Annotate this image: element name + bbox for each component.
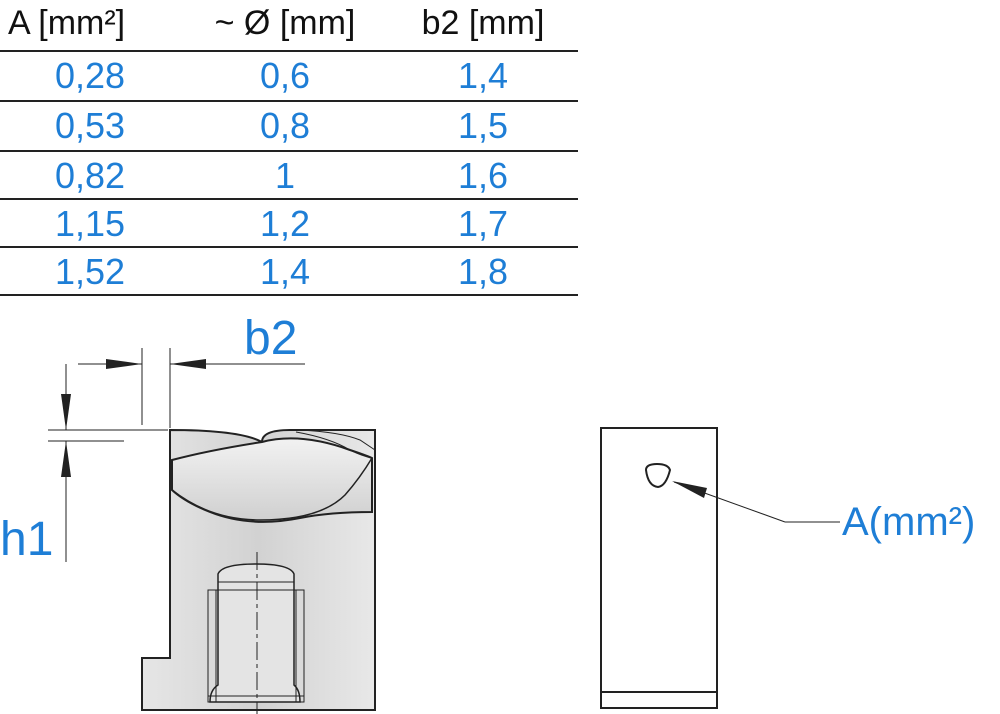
cell-b2: 1,4 [457,55,509,96]
die-front-body [600,427,718,709]
label-h1: h1 [0,513,53,566]
dimension-b2 [78,348,305,428]
cell-b2: 1,6 [457,155,509,196]
cell-b2: 1,5 [457,105,509,146]
cell-b2: 1,7 [457,203,509,244]
cell-diameter: 0,6 [259,55,311,96]
die-bore [209,563,301,703]
table-row: 0,28 0,6 1,4 [0,52,578,102]
die-front-view [600,427,840,709]
table-row: 0,82 1 1,6 [0,152,578,200]
header-b2: b2 [mm] [421,4,545,42]
header-diameter: ~ Ø [mm] [214,4,356,42]
cell-b2: 1,8 [457,251,509,292]
table-row: 1,52 1,4 1,8 [0,248,578,296]
label-b2: b2 [244,312,297,365]
cell-area: 0,53 [54,105,126,146]
table-header-row: A [mm²] ~ Ø [mm] b2 [mm] [0,0,578,52]
label-area: A(mm²) [842,500,975,544]
table-row: 1,15 1,2 1,7 [0,200,578,248]
cell-area: 1,15 [54,203,126,244]
die-side-view [141,428,376,714]
cell-area: 1,52 [54,251,126,292]
header-area: A [mm²] [8,4,126,42]
cell-area: 0,82 [54,155,126,196]
dimension-h1 [48,364,168,562]
cell-diameter: 1,4 [259,251,311,292]
cell-diameter: 0,8 [259,105,311,146]
cell-area: 0,28 [54,55,126,96]
cell-diameter: 1,2 [259,203,311,244]
table-row: 0,53 0,8 1,5 [0,102,578,152]
spec-table: A [mm²] ~ Ø [mm] b2 [mm] 0,28 0,6 1,4 0,… [0,0,578,296]
crimp-profile [644,462,672,489]
cell-diameter: 1 [274,155,296,196]
technical-drawing: b2 h1 A(mm²) [0,312,975,714]
